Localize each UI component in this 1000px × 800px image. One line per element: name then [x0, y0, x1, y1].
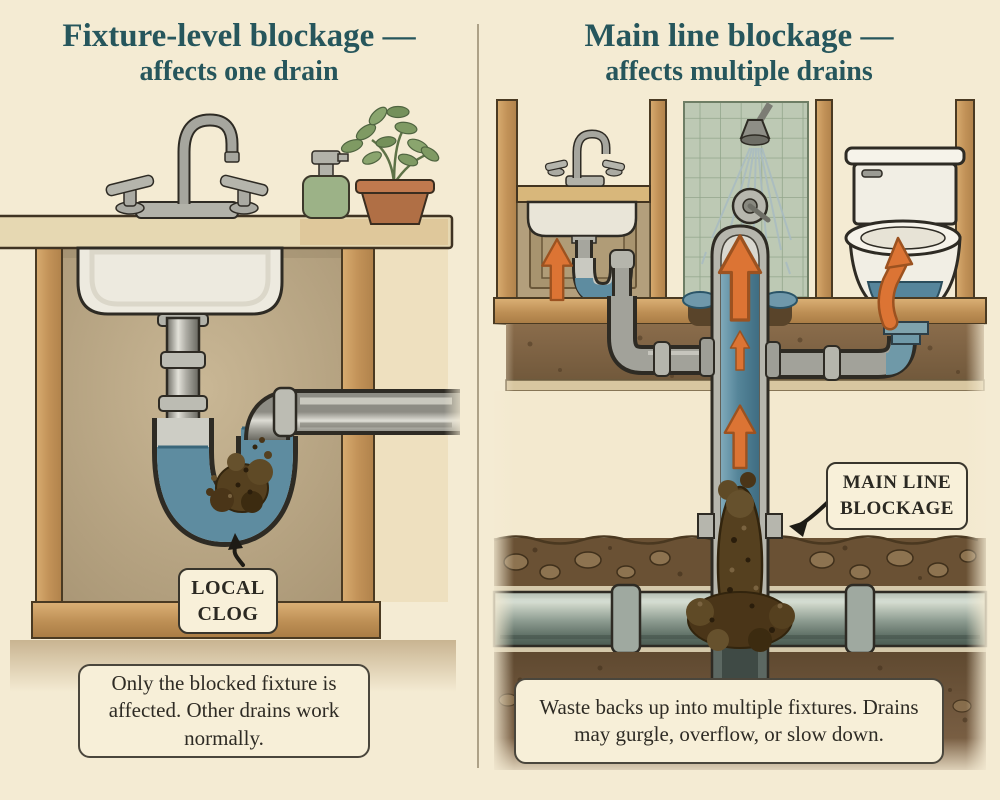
- right-panel-title: Main line blockage — affects multiple dr…: [478, 18, 1000, 88]
- local-clog-label-line1: LOCAL: [191, 577, 265, 599]
- local-clog-pointer-arrow: [228, 533, 245, 567]
- faucet-icon: [105, 113, 269, 219]
- right-title-line1: Main line blockage —: [584, 18, 894, 54]
- shower-valve-icon: [731, 187, 771, 225]
- left-panel-title: Fixture-level blockage — affects one dra…: [0, 18, 478, 88]
- main-line-label-line2: BLOCKAGE: [840, 498, 954, 519]
- soap-dispenser-icon: [302, 150, 350, 219]
- right-caption: Waste backs up into multiple fixtures. D…: [514, 678, 944, 764]
- small-sink-basin: [526, 200, 638, 238]
- flush-handle-icon: [861, 169, 883, 178]
- local-clog-label: LOCAL CLOG: [178, 568, 278, 634]
- waste-pipe-horizontal: [244, 384, 468, 442]
- backup-arrows: [541, 234, 914, 470]
- shower-head-icon: [739, 102, 773, 146]
- right-caption-text: Waste backs up into multiple fixtures. D…: [539, 694, 919, 746]
- local-clog-label-line2: CLOG: [197, 603, 259, 625]
- sink-counter: [516, 185, 651, 203]
- local-clog-debris: [206, 437, 273, 513]
- main-line-label-line1: MAIN LINE: [842, 472, 952, 494]
- left-title-line2: affects one drain: [139, 55, 339, 87]
- right-scene: [490, 99, 990, 778]
- panel-divider: [477, 24, 479, 768]
- faucet-handle-left: [105, 174, 155, 215]
- small-p-trap: [571, 235, 635, 307]
- main-line-clog-debris: [686, 472, 795, 652]
- main-line-blockage-label: MAIN LINE BLOCKAGE: [826, 462, 968, 530]
- drain-tailpiece: [157, 313, 209, 424]
- sink-basin: [76, 246, 284, 316]
- left-caption-text: Only the blocked fixture is affected. Ot…: [108, 671, 340, 750]
- faucet-handle-right: [219, 174, 269, 215]
- small-sink: [516, 129, 651, 307]
- small-faucet-icon: [544, 129, 626, 187]
- branch-pipes: [607, 296, 929, 381]
- left-title-line1: Fixture-level blockage —: [62, 18, 416, 54]
- left-caption: Only the blocked fixture is affected. Ot…: [78, 664, 370, 758]
- toilet-backup-arrow: [877, 236, 914, 331]
- right-title-line2: affects multiple drains: [605, 55, 873, 87]
- potted-plant-icon: [340, 105, 440, 225]
